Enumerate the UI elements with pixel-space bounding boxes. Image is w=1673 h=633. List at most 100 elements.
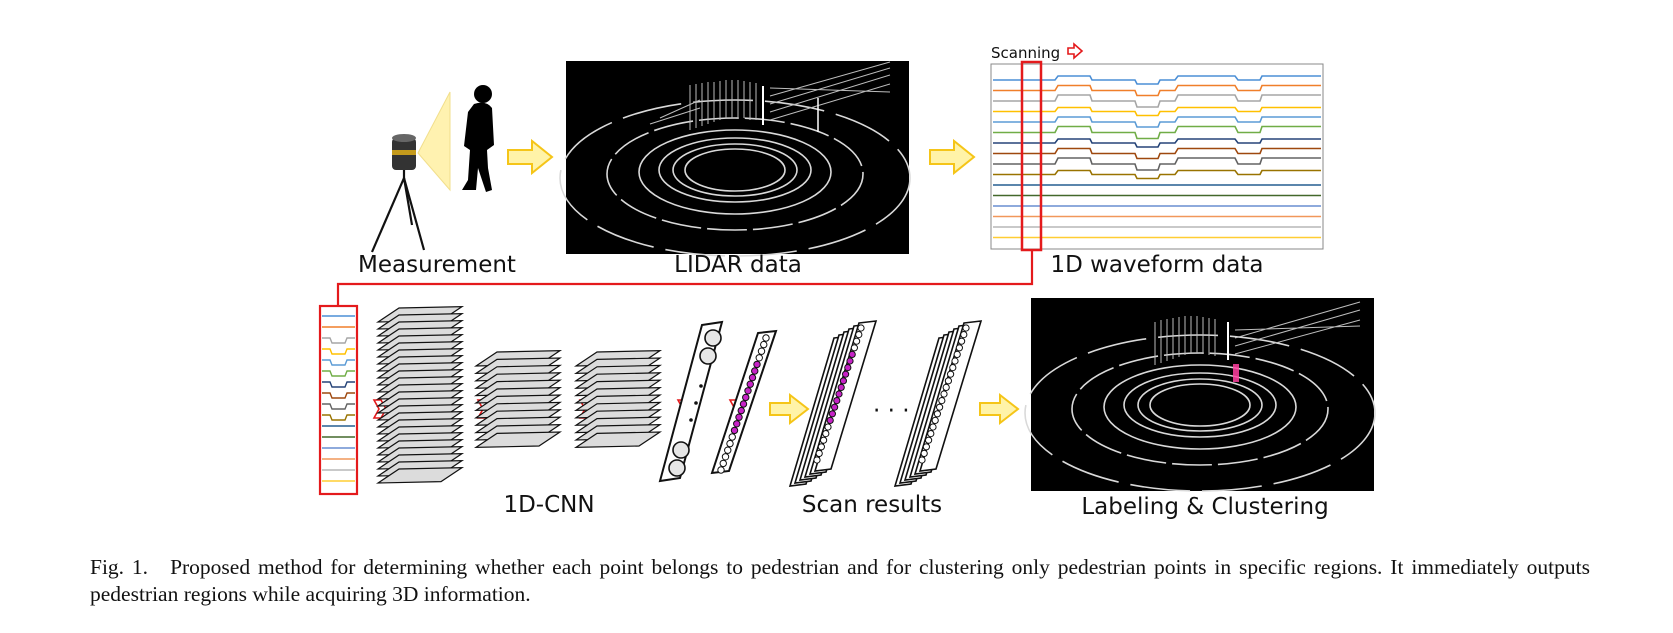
positive-node — [828, 410, 837, 418]
labeling-clustering-label: Labeling & Clustering — [1081, 494, 1328, 520]
positive-node — [753, 360, 761, 369]
output-node — [951, 357, 959, 365]
output-node — [760, 340, 768, 349]
output-node — [962, 324, 970, 332]
pedestrian-cluster-mark — [1233, 364, 1239, 382]
input-waveform-line — [322, 348, 355, 355]
output-node — [822, 430, 830, 438]
positive-node — [842, 370, 850, 378]
input-waveform-line — [322, 381, 355, 388]
scan-result-stack — [788, 320, 878, 487]
positive-node — [733, 420, 741, 428]
convolution-feature-maps — [375, 305, 663, 484]
scan-direction-arrow-icon — [1067, 42, 1084, 60]
scan-window-connector — [336, 250, 1034, 306]
figure-caption: Fig. 1.Proposed method for determining w… — [90, 554, 1590, 608]
waveform-line — [993, 125, 1321, 140]
output-node — [717, 466, 725, 474]
input-waveform-line — [322, 392, 355, 399]
tripod-icon — [370, 170, 426, 253]
output-node — [918, 456, 926, 464]
input-waveform-line — [322, 359, 355, 366]
positive-node — [837, 383, 845, 391]
waveform-line — [993, 94, 1321, 108]
waveform-line — [993, 169, 1321, 180]
waveform-line — [993, 147, 1321, 160]
waveform-line — [993, 116, 1321, 128]
positive-node — [737, 406, 745, 415]
scanning-label: Scanning — [991, 44, 1060, 62]
output-node — [936, 403, 944, 411]
output-node — [855, 331, 863, 339]
output-node — [728, 433, 736, 441]
positive-node — [839, 377, 848, 385]
output-node — [920, 449, 928, 457]
output-node — [813, 456, 821, 464]
positive-node — [833, 397, 841, 405]
flow-arrow-icon — [929, 138, 976, 176]
output-node — [820, 436, 828, 444]
output-node — [755, 354, 763, 362]
output-node — [944, 377, 953, 385]
positive-node — [748, 373, 757, 382]
output-node — [726, 439, 734, 448]
input-waveform-line — [322, 403, 355, 410]
input-waveform-line — [322, 414, 355, 421]
positive-node — [746, 380, 754, 388]
output-node — [931, 416, 939, 424]
output-node — [857, 324, 865, 332]
fully-connected-layer — [658, 320, 724, 483]
waveform-line — [993, 157, 1321, 171]
output-node — [815, 449, 823, 457]
output-node — [958, 337, 966, 345]
output-node — [929, 423, 937, 431]
pedestrian-silhouette-icon — [462, 85, 494, 192]
output-node — [757, 347, 766, 355]
clustering-image-panel — [1024, 298, 1376, 492]
flow-arrow-icon — [979, 392, 1020, 426]
positive-node — [835, 390, 843, 398]
positive-node — [751, 367, 759, 375]
output-layer — [710, 329, 778, 475]
waveform-line — [993, 75, 1321, 85]
output-node — [817, 443, 826, 451]
output-node — [955, 344, 964, 352]
feature-map-plane — [573, 431, 663, 449]
cnn-input-column — [318, 304, 359, 496]
positive-node — [826, 416, 834, 424]
output-node — [762, 334, 770, 342]
output-node — [721, 453, 730, 461]
waveform-line — [993, 84, 1321, 97]
input-waveform-line — [322, 370, 355, 377]
positive-node — [744, 387, 752, 395]
feature-map-plane — [375, 466, 465, 484]
positive-node — [735, 413, 743, 421]
caption-text: Proposed method for determining whether … — [90, 555, 1590, 606]
output-node — [949, 364, 957, 372]
output-node — [942, 383, 950, 391]
figure-number: Fig. 1. — [90, 555, 149, 579]
positive-node — [742, 393, 750, 402]
waveform-panel — [990, 60, 1324, 252]
positive-node — [848, 350, 856, 358]
output-node — [922, 443, 931, 451]
output-node — [927, 430, 935, 438]
output-node — [724, 446, 732, 454]
output-node — [824, 423, 832, 431]
waveform-line — [993, 138, 1321, 148]
scan-results-ellipsis: · · · — [873, 398, 910, 424]
lidar-data-label: LIDAR data — [674, 252, 802, 278]
flow-arrow-icon — [769, 392, 810, 426]
laser-beam-icon — [417, 91, 451, 192]
positive-node — [844, 364, 852, 372]
measurement-illustration — [370, 85, 494, 253]
flow-arrow-icon — [507, 138, 554, 176]
output-node — [925, 436, 933, 444]
scan-result-stack — [893, 320, 983, 487]
waveform-data-label: 1D waveform data — [1050, 252, 1263, 278]
waveform-line — [993, 106, 1321, 117]
output-node — [960, 331, 968, 339]
cnn-label: 1D-CNN — [503, 492, 594, 518]
positive-node — [831, 403, 839, 411]
